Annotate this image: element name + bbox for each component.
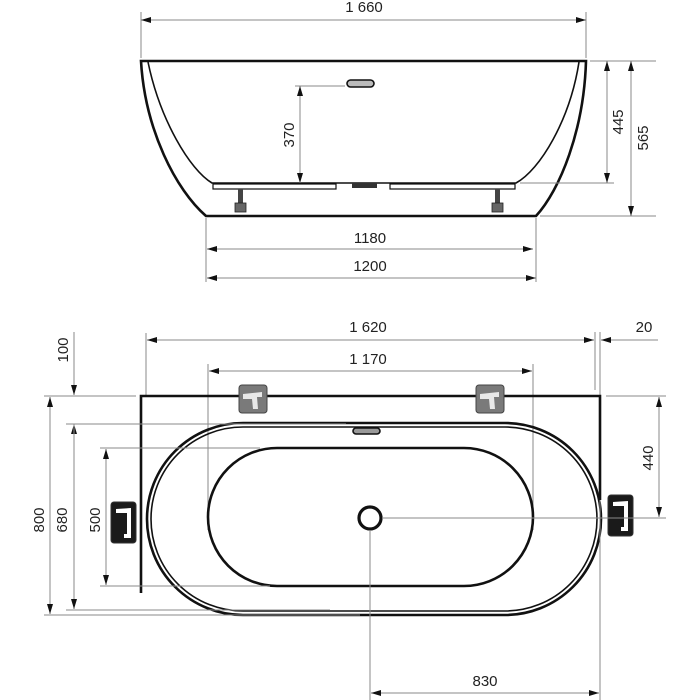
dim-label-overflow-height: 370 <box>281 122 298 147</box>
dim-label-tap-spacing: 1 170 <box>349 351 387 368</box>
tap-icon-side-left <box>110 501 137 544</box>
dim-label-side-tap-spacing: 500 <box>87 507 104 532</box>
dim-label-inner-depth: 445 <box>610 109 627 134</box>
dim-label-rim-width: 680 <box>54 507 71 532</box>
tap-icon-top-right <box>475 384 505 414</box>
tub-rim-inner-edge <box>150 426 598 612</box>
dim-label-side-length: 1 660 <box>345 0 383 16</box>
dim-label-base-outer: 1200 <box>353 258 386 275</box>
tub-outer-rim <box>145 421 603 617</box>
dim-label-wall-offset: 100 <box>55 337 72 362</box>
overflow-icon <box>352 427 381 435</box>
foot-left <box>234 189 247 213</box>
base-plate-left <box>212 183 337 190</box>
tub-inner-wall <box>147 61 580 184</box>
wall-outline <box>139 394 602 593</box>
tap-icon-side-right <box>607 494 634 537</box>
dim-label-top-length: 1 620 <box>349 319 387 336</box>
base-plate-right <box>389 183 516 190</box>
dim-label-overall-height: 565 <box>635 125 652 150</box>
dim-label-drain-from-end: 830 <box>472 673 497 690</box>
side-view: 1 660 370 445 565 <box>139 0 656 282</box>
dim-label-overall-width: 800 <box>31 507 48 532</box>
top-view: 1 620 20 1 170 <box>31 319 666 700</box>
dim-label-wall-gap: 20 <box>636 319 653 336</box>
drain-icon <box>357 505 383 531</box>
overflow-icon-side <box>346 79 375 88</box>
tap-icon-top-left <box>238 384 268 414</box>
drain-fitting <box>352 183 377 188</box>
tub-outer-shell <box>139 59 588 218</box>
dim-label-drain-from-wall: 440 <box>640 445 657 470</box>
foot-right <box>491 189 504 213</box>
dim-label-base-inner: 1180 <box>354 230 386 247</box>
